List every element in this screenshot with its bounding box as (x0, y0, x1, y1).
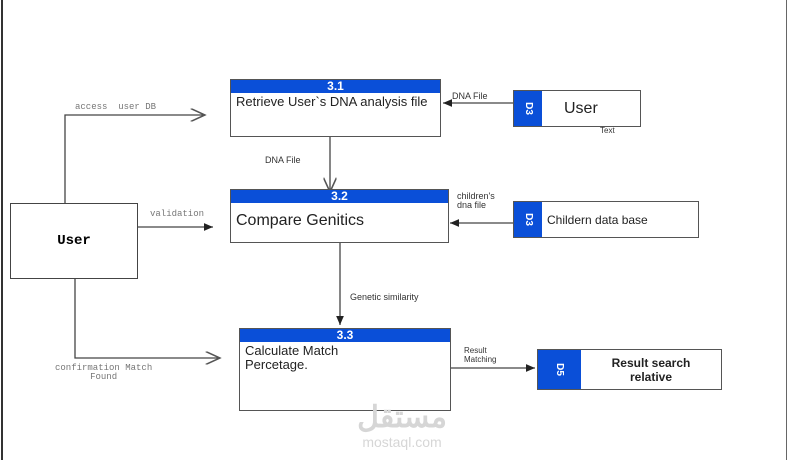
label-access: access user DB (75, 102, 157, 112)
datastore-result: D5 Result search relative (537, 349, 722, 390)
store-label: User (564, 99, 598, 117)
process-3-2: 3.2 Compare Genitics (230, 189, 449, 243)
external-entity-user: User (10, 203, 138, 279)
store-label: Result search relative (611, 355, 691, 384)
label-line: Matching (464, 355, 497, 364)
store-id: D3 (514, 91, 542, 126)
label-confirm: confirmation Match Found (55, 364, 152, 382)
flow-confirm (74, 278, 220, 358)
label-children: children's dna file (457, 192, 495, 210)
process-id: 3.1 (231, 80, 440, 93)
datastore-children: D3 Childern data base (513, 201, 699, 238)
label-similarity: Genetic similarity (350, 292, 419, 302)
left-border (1, 0, 3, 460)
process-label: Calculate Match Percetage. (245, 343, 339, 372)
process-3-1: 3.1 Retrieve User`s DNA analysis file (230, 79, 441, 137)
process-label: Retrieve User`s DNA analysis file (236, 94, 428, 109)
label-line: dna file (457, 200, 487, 210)
watermark: مستقل mostaql.com (352, 401, 452, 451)
label-line: children's (457, 191, 495, 201)
label-result: Result Matching (464, 346, 496, 364)
store-id: D3 (514, 202, 542, 237)
right-border (786, 0, 787, 460)
label-validation: validation (150, 209, 205, 219)
label-line: confirmation Match (55, 363, 153, 373)
datastore-user: D3 User (513, 90, 641, 127)
process-id: 3.3 (240, 329, 450, 342)
label-line: Result (464, 346, 487, 355)
label-line: Found (90, 372, 118, 382)
process-id: 3.2 (231, 190, 448, 203)
store-note: Text (600, 126, 615, 135)
label-dna-file-in: DNA File (452, 91, 488, 101)
store-label: Childern data base (547, 212, 648, 227)
store-id: D5 (538, 350, 581, 389)
watermark-latin: mostaql.com (362, 434, 442, 450)
label-dna-file-down: DNA File (265, 155, 301, 165)
watermark-arabic: مستقل (357, 401, 447, 434)
flow-access (64, 115, 205, 203)
process-3-3: 3.3 Calculate Match Percetage. (239, 328, 451, 411)
process-label: Compare Genitics (236, 212, 365, 229)
